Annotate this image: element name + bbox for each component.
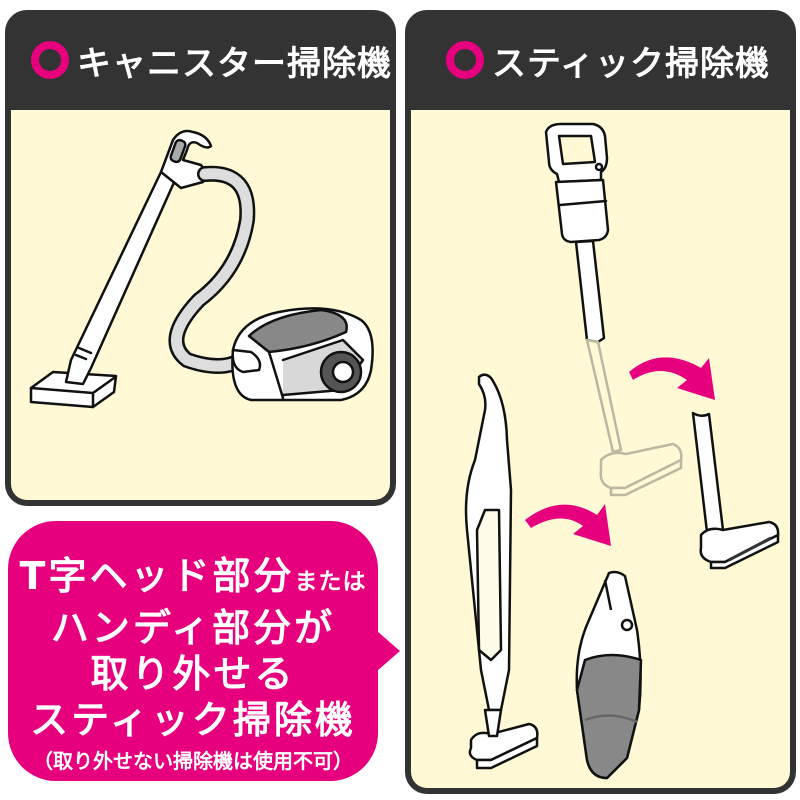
stick-vacuum-panel: スティック掃除機 xyxy=(405,10,796,794)
canister-vacuum-icon xyxy=(29,129,374,409)
circle-ok-icon xyxy=(31,41,69,79)
bubble-note: （取り外せない掃除機は使用不可） xyxy=(33,749,353,773)
bubble-line-2: ハンディ部分が xyxy=(50,606,336,650)
arrow-icon xyxy=(525,504,611,546)
info-speech-bubble: T字ヘッド部分または ハンディ部分が 取り外せる スティック掃除機 （取り外せな… xyxy=(8,521,378,781)
panel-header: キャニスター掃除機 xyxy=(11,10,392,110)
stick-vacuum-detachable-icon xyxy=(464,122,780,780)
bubble-text-small: または xyxy=(294,569,367,595)
canister-vacuum-panel: キャニスター掃除機 xyxy=(5,10,396,506)
arrow-icon xyxy=(629,357,715,400)
bubble-text-main: T字ヘッド部分 xyxy=(19,554,295,598)
circle-ok-icon xyxy=(446,41,484,79)
bubble-pointer-icon xyxy=(370,625,400,677)
panel-illustration-area xyxy=(411,110,790,788)
panel-title: スティック掃除機 xyxy=(492,43,770,84)
panel-title: キャニスター掃除機 xyxy=(77,43,392,84)
panel-header: スティック掃除機 xyxy=(411,10,790,110)
panel-illustration-area xyxy=(11,110,390,500)
bubble-line-3: 取り外せる xyxy=(90,652,296,696)
bubble-line-4: スティック掃除機 xyxy=(30,698,356,742)
bubble-line-1: T字ヘッド部分または xyxy=(8,553,378,605)
